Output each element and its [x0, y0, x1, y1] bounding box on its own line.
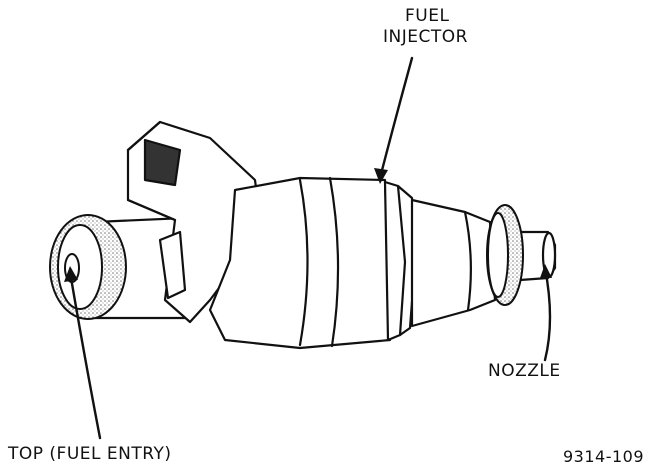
connector-socket — [143, 138, 182, 187]
nozzle-leader — [543, 266, 552, 362]
figure-number: 9314-109 — [563, 447, 645, 466]
fuel-injector-leader — [378, 56, 414, 180]
body-flange — [383, 180, 407, 342]
top-fuel-entry-label: TOP (FUEL ENTRY) — [8, 444, 172, 464]
fuel-injector-label: FUEL INJECTOR — [383, 6, 493, 48]
connector-clip — [158, 230, 187, 300]
nozzle-label: NOZZLE — [488, 361, 561, 381]
nozzle-arrowhead — [540, 264, 552, 278]
top-arrowhead — [64, 266, 78, 282]
lower-body — [410, 198, 497, 328]
fuel-injector-arrowhead — [374, 168, 388, 184]
top-leader — [68, 270, 102, 440]
fuel-injector-label-line1: FUEL — [405, 6, 450, 26]
fuel-injector-label-line2: INJECTOR — [383, 27, 468, 47]
injector-body — [208, 176, 392, 350]
